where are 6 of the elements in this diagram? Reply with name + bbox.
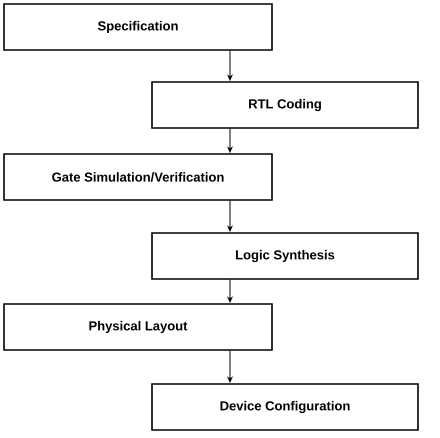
process-box: Physical Layout: [3, 303, 273, 351]
process-box: Logic Synthesis: [151, 232, 419, 280]
process-box: Specification: [3, 3, 273, 51]
process-box: Gate Simulation/Verification: [3, 153, 273, 201]
process-box: Device Configuration: [151, 383, 419, 431]
process-box: RTL Coding: [151, 81, 419, 129]
